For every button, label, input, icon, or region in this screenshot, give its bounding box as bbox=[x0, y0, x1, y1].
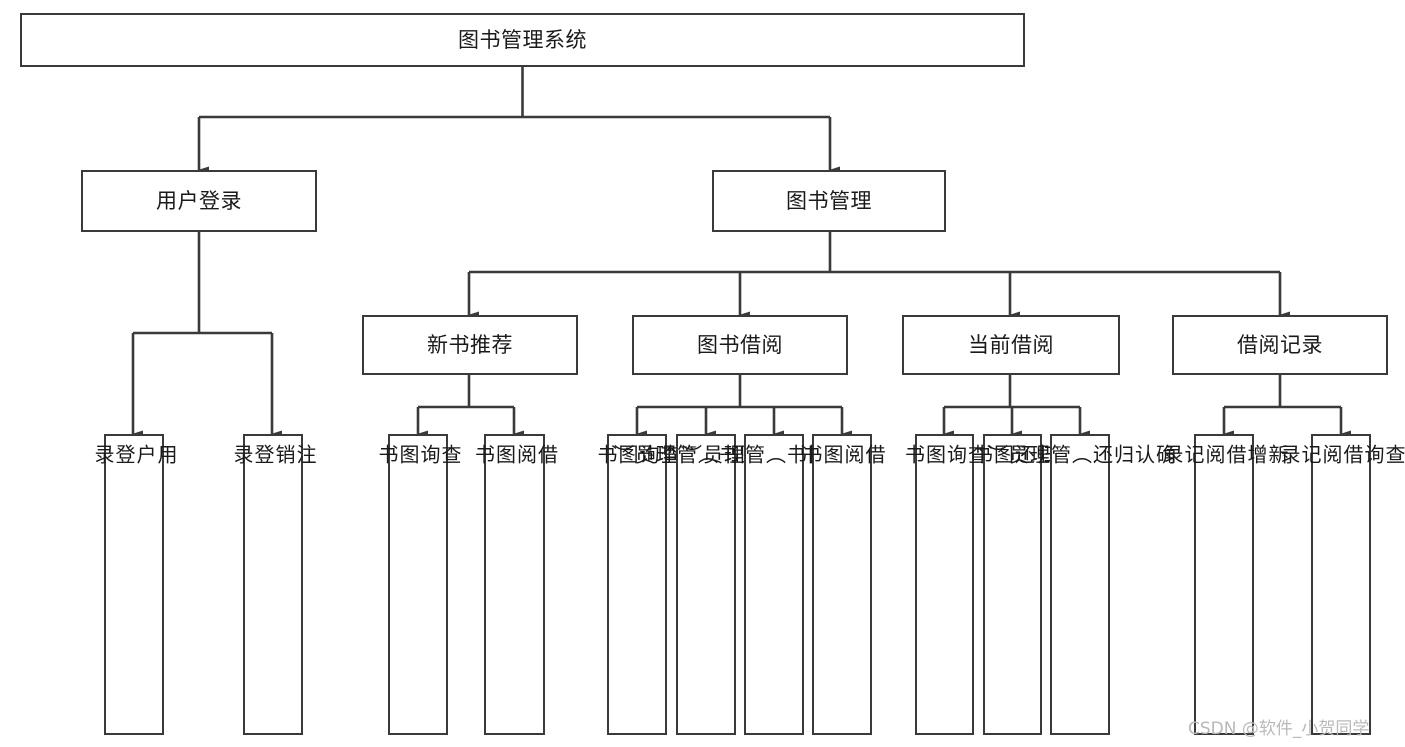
node-label: 用户登录 bbox=[156, 188, 242, 213]
node-book-borrow[interactable]: 图书借阅 bbox=[632, 315, 848, 375]
leaf-edit-book-admin[interactable]: 编 辑 图 书 （ 管 理 员 ） bbox=[679, 434, 871, 735]
leaf-query-book-newbook[interactable]: 查 询 图 书 bbox=[375, 434, 462, 735]
leaf-add-book-admin[interactable]: 新 增 图 书 （ 管 理 员 ） bbox=[611, 434, 803, 735]
node-label: 图书借阅 bbox=[697, 332, 783, 357]
node-label: 查 询 借 阅 记 录 bbox=[1277, 444, 1405, 466]
node-label: 用 户 登 录 bbox=[91, 444, 178, 466]
node-label: 借阅记录 bbox=[1237, 332, 1323, 357]
node-borrow-record[interactable]: 借阅记录 bbox=[1172, 315, 1388, 375]
leaf-logout-login[interactable]: 注 销 登 录 bbox=[230, 434, 317, 735]
node-label: 借 阅 图 书 bbox=[799, 444, 886, 466]
leaf-return-book[interactable]: 归 还 图 书 bbox=[970, 434, 1057, 735]
node-user-login[interactable]: 用户登录 bbox=[81, 170, 317, 232]
node-root-system[interactable]: 图书管理系统 bbox=[20, 13, 1025, 67]
leaf-query-book-borrow[interactable]: 查 询 图 书 bbox=[594, 434, 681, 735]
node-book-management[interactable]: 图书管理 bbox=[712, 170, 946, 232]
node-label: 注 销 登 录 bbox=[230, 444, 317, 466]
leaf-confirm-return-admin[interactable]: 确 认 归 还 （ 管 理 员 ） bbox=[985, 434, 1177, 735]
watermark-credit: CSDN @软件_小贺同学 bbox=[1188, 719, 1370, 739]
leaf-add-borrow-record[interactable]: 新 增 借 阅 记 录 bbox=[1160, 434, 1289, 735]
leaf-query-book-current[interactable]: 查 询 图 书 bbox=[902, 434, 989, 735]
node-label: 确 认 归 还 （ 管 理 员 ） bbox=[984, 444, 1177, 466]
node-label: 新书推荐 bbox=[427, 332, 513, 357]
leaf-user-login[interactable]: 用 户 登 录 bbox=[91, 434, 178, 735]
node-label: 图书管理 bbox=[786, 188, 872, 213]
node-current-borrow[interactable]: 当前借阅 bbox=[902, 315, 1120, 375]
node-label: 查 询 图 书 bbox=[375, 444, 462, 466]
leaf-query-borrow-record[interactable]: 查 询 借 阅 记 录 bbox=[1277, 434, 1405, 735]
node-label: 图书管理系统 bbox=[458, 27, 587, 52]
node-label: 新 增 借 阅 记 录 bbox=[1160, 444, 1289, 466]
leaf-borrow-book[interactable]: 借 阅 图 书 bbox=[799, 434, 886, 735]
node-label: 查 询 图 书 bbox=[594, 444, 681, 466]
node-label: 当前借阅 bbox=[968, 332, 1054, 357]
node-new-book-recommend[interactable]: 新书推荐 bbox=[362, 315, 578, 375]
node-label: 查 询 图 书 bbox=[901, 444, 989, 466]
leaf-borrow-book-newbook[interactable]: 借 阅 图 书 bbox=[472, 434, 559, 735]
node-label: 借 阅 图 书 bbox=[471, 444, 559, 466]
